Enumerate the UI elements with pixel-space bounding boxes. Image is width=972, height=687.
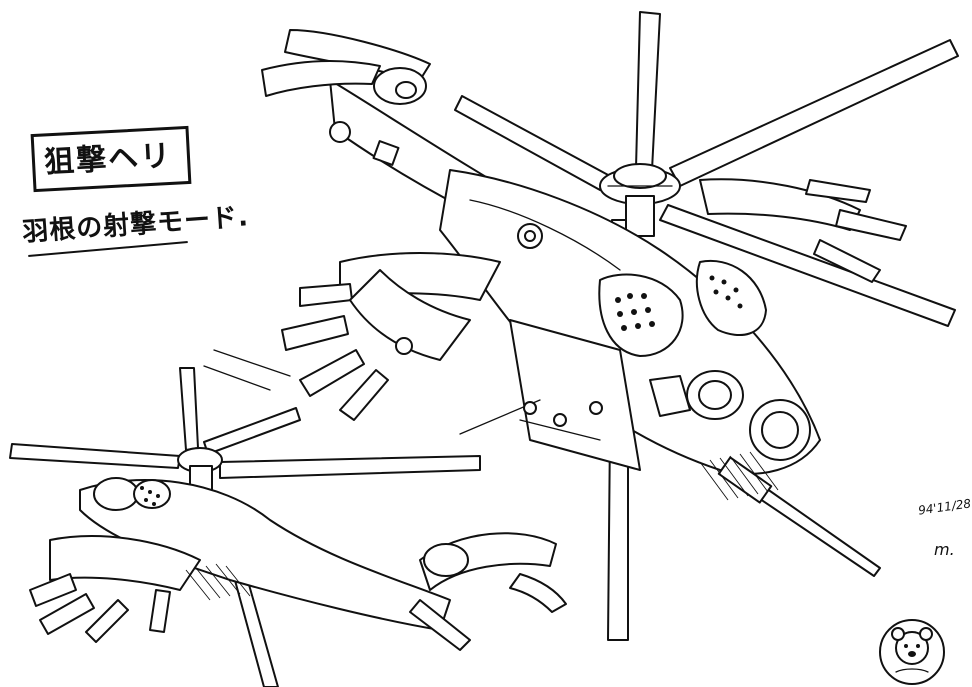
main-rotor-hub: [599, 163, 681, 237]
small-helicopter-icon: [9, 367, 567, 687]
main-helicopter-icon: [203, 11, 959, 641]
small-wing-flaps: [29, 535, 201, 643]
signature-label: m.: [934, 540, 955, 559]
bear-seal-icon: [879, 619, 945, 685]
small-tail: [409, 532, 567, 651]
main-engine-pods: [598, 259, 767, 357]
title-label: 狙撃ヘリ: [43, 138, 174, 181]
main-speed-lines: [203, 349, 291, 391]
small-fuselage: [79, 477, 451, 631]
main-crew-bay: [459, 319, 641, 471]
small-rotor-blades: [9, 367, 481, 687]
main-gun-barrel: [717, 456, 881, 577]
main-wing-flaps: [281, 178, 907, 421]
main-belly-hatching: [699, 451, 779, 501]
small-belly-hatching: [185, 563, 251, 601]
